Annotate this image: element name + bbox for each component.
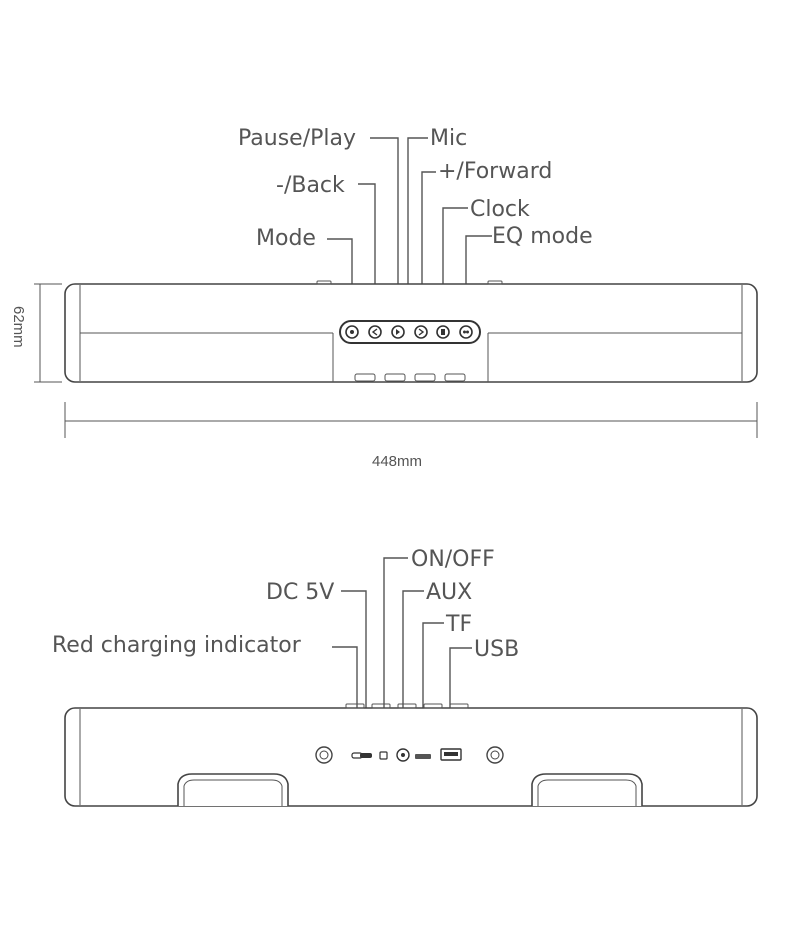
forward-button-icon (414, 325, 428, 339)
label-mic: Mic (430, 126, 467, 151)
label-aux: AUX (426, 580, 472, 605)
rear-screw-left-icon (315, 746, 333, 764)
height-dimension-label: 62mm (10, 306, 27, 348)
label-mode: Mode (256, 226, 316, 251)
tf-slot-icon (415, 754, 431, 759)
width-dimension-label: 448mm (372, 453, 422, 470)
rear-view: ON/OFF DC 5V AUX TF USB Red charging ind… (52, 547, 758, 807)
rear-foot-right (531, 773, 643, 806)
front-view: Pause/Play Mic +/Forward -/Back Clock Mo… (10, 126, 758, 470)
front-leader-lines (327, 137, 492, 328)
label-back: -/Back (276, 173, 345, 198)
usb-port-icon (440, 748, 462, 761)
mode-button-icon (345, 325, 359, 339)
button-panel (339, 320, 481, 344)
label-pause-play: Pause/Play (238, 126, 356, 151)
label-tf: TF (445, 612, 472, 637)
rear-screw-right-icon (486, 746, 504, 764)
width-dimension: 448mm (64, 402, 758, 470)
pause-play-button-icon (391, 325, 405, 339)
rear-soundbar (64, 703, 758, 807)
label-usb: USB (474, 637, 519, 662)
label-dc-5v: DC 5V (266, 580, 334, 605)
clock-button-icon (436, 325, 450, 339)
label-on-off: ON/OFF (411, 547, 495, 572)
label-forward: +/Forward (438, 159, 552, 184)
on-off-switch-icon (379, 751, 388, 760)
label-eq-mode: EQ mode (492, 224, 593, 249)
aux-port-icon (396, 748, 410, 762)
label-red-charging-indicator: Red charging indicator (52, 633, 302, 658)
rear-foot-left (177, 773, 289, 806)
height-dimension: 62mm (10, 283, 62, 383)
dc-5v-port-icon (360, 753, 372, 758)
back-button-icon (368, 325, 382, 339)
label-clock: Clock (470, 197, 530, 222)
eq-mode-button-icon (459, 325, 473, 339)
